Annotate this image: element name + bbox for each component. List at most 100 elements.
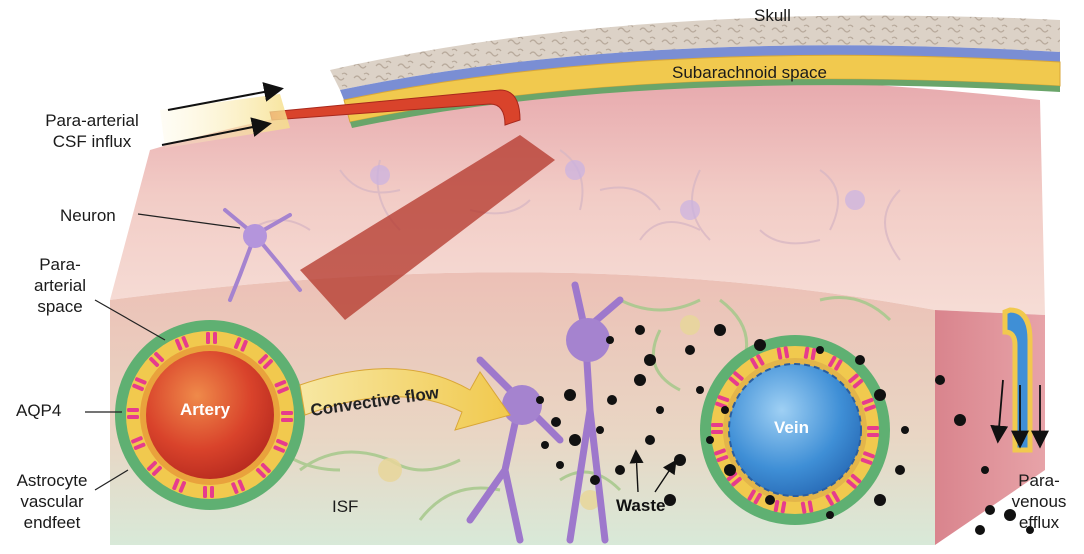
- dura-layer: [340, 45, 1060, 100]
- vein-aqp4-channels: [711, 346, 879, 514]
- astrocyte-bodies: [378, 315, 700, 510]
- aqp4-channel: [274, 380, 289, 394]
- waste-particle: [596, 426, 604, 434]
- artery-label: Artery: [180, 400, 231, 419]
- waste-pointers: [629, 449, 677, 493]
- aqp4-channel: [127, 408, 139, 419]
- waste-particle: [674, 454, 686, 466]
- waste-particle: [664, 494, 676, 506]
- efflux-arrows: [990, 379, 1049, 449]
- aqp4-channel: [803, 346, 817, 361]
- skull-label: Skull: [754, 6, 791, 25]
- waste-particle: [754, 339, 766, 351]
- aqp4-channel: [728, 371, 744, 387]
- aqp4-channel: [203, 486, 214, 498]
- waste-particle: [696, 386, 704, 394]
- aqp4-channel: [750, 354, 765, 370]
- waste-particle: [706, 436, 714, 444]
- waste-particle: [721, 406, 729, 414]
- label-pointers: [85, 299, 166, 491]
- waste-particle: [901, 426, 909, 434]
- aqp4-channel: [711, 423, 723, 434]
- waste-particle: [634, 374, 646, 386]
- surface-artery: [269, 89, 521, 126]
- waste-particle: [874, 389, 886, 401]
- aqp4-channel: [714, 448, 729, 463]
- neuron-label: Neuron: [60, 206, 116, 225]
- waste-particle: [556, 461, 564, 469]
- neuron-pointer: [137, 213, 241, 229]
- waste-particle: [656, 406, 664, 414]
- influx-label: Para-arterial CSF influx: [45, 111, 139, 151]
- waste-particle: [874, 494, 886, 506]
- waste-particle: [724, 464, 736, 476]
- vein-cross-section: [700, 335, 890, 525]
- waste-particle: [536, 396, 544, 404]
- aqp4-channel: [828, 355, 843, 371]
- para-arterial-space-label: Para- arterial space: [34, 255, 86, 316]
- waste-particle: [895, 465, 905, 475]
- neuron-cell: [223, 208, 302, 302]
- aqp4-channel: [273, 438, 288, 453]
- aqp4-channel: [255, 462, 271, 479]
- waste-particle: [564, 389, 576, 401]
- artery-aqp4-channels: [127, 332, 293, 498]
- aqp4-channel: [860, 451, 875, 465]
- aqp4-channel: [747, 489, 762, 505]
- waste-particle: [644, 354, 656, 366]
- neuron-body: [243, 224, 267, 248]
- aqp4-channel: [800, 500, 814, 514]
- aqp4-channel: [257, 354, 274, 370]
- aqp4-channel: [172, 478, 187, 493]
- waste-particle: [954, 414, 966, 426]
- waste-particle: [607, 395, 617, 405]
- waste-particle: [590, 475, 600, 485]
- aqp4-channel: [825, 490, 840, 506]
- waste-particle: [1026, 526, 1034, 534]
- waste-particle: [855, 355, 865, 365]
- waste-particle: [816, 346, 824, 354]
- waste-particles: [536, 324, 1034, 535]
- aqp4-channel: [149, 351, 165, 368]
- waste-particle: [1004, 509, 1016, 521]
- aqp4-channel: [206, 332, 217, 344]
- aqp4-channel: [132, 377, 147, 392]
- waste-particle: [551, 417, 561, 427]
- paravenous-vein: [1002, 307, 1033, 453]
- waste-label: Waste: [616, 496, 666, 515]
- isf-label: ISF: [332, 497, 359, 516]
- neuron-cluster: [466, 281, 624, 544]
- aqp4-channel: [848, 373, 864, 389]
- waste-particle: [985, 505, 995, 515]
- aqp4-channel: [773, 499, 787, 514]
- aqp4-channel: [726, 471, 742, 487]
- aqp4-channel: [131, 436, 146, 450]
- skull-layer: [330, 15, 1060, 90]
- aqp4-channel: [175, 336, 189, 351]
- neuron-cluster-body-2: [502, 385, 542, 425]
- waste-particle: [615, 465, 625, 475]
- vein-label: Vein: [774, 418, 809, 437]
- waste-particle: [541, 441, 549, 449]
- waste-particle: [981, 466, 989, 474]
- aqp4-channel: [776, 346, 790, 360]
- influx-arrow-bottom: [161, 117, 272, 146]
- waste-particle: [826, 511, 834, 519]
- waste-particle: [935, 375, 945, 385]
- waste-particle: [685, 345, 695, 355]
- diagonal-artery: [300, 135, 555, 320]
- aqp4-channel: [867, 426, 879, 437]
- aqp4-channel: [846, 473, 862, 489]
- aqp4-channel: [281, 411, 293, 422]
- artery-cross-section: [115, 320, 305, 510]
- waste-particle: [645, 435, 655, 445]
- waste-particle: [714, 324, 726, 336]
- subarachnoid-label: Subarachnoid space: [672, 63, 828, 82]
- waste-particle: [635, 325, 645, 335]
- aqp4-label: AQP4: [16, 401, 62, 420]
- waste-particle: [569, 434, 581, 446]
- neuron-top-faint: [370, 160, 865, 220]
- aqp4-channel: [146, 460, 163, 476]
